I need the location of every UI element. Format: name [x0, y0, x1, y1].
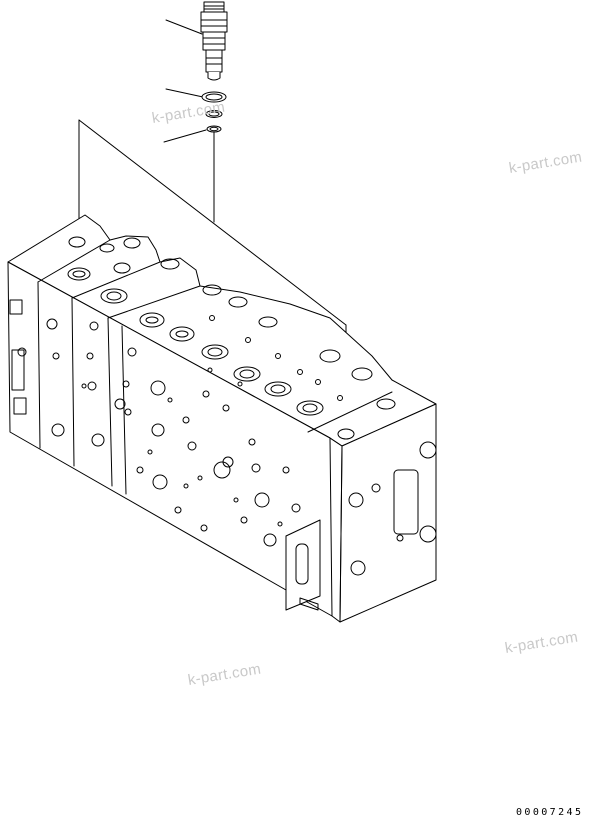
- top-ports: [67, 236, 396, 440]
- control-valve-body: [7, 214, 437, 623]
- relief-valve-cartridge: [200, 1, 228, 81]
- drawing-number: 00007245: [516, 807, 584, 818]
- front-face-holes: [114, 347, 301, 547]
- leader-line-ring-1: [165, 88, 204, 98]
- leader-line-valve: [165, 19, 203, 35]
- backup-ring: [201, 91, 227, 103]
- left-end-features: [9, 299, 105, 447]
- end-cover-plate: [285, 441, 437, 611]
- leader-line-ring-2: [163, 129, 207, 143]
- o-ring-upper: [205, 110, 223, 118]
- o-ring-lower: [206, 125, 222, 133]
